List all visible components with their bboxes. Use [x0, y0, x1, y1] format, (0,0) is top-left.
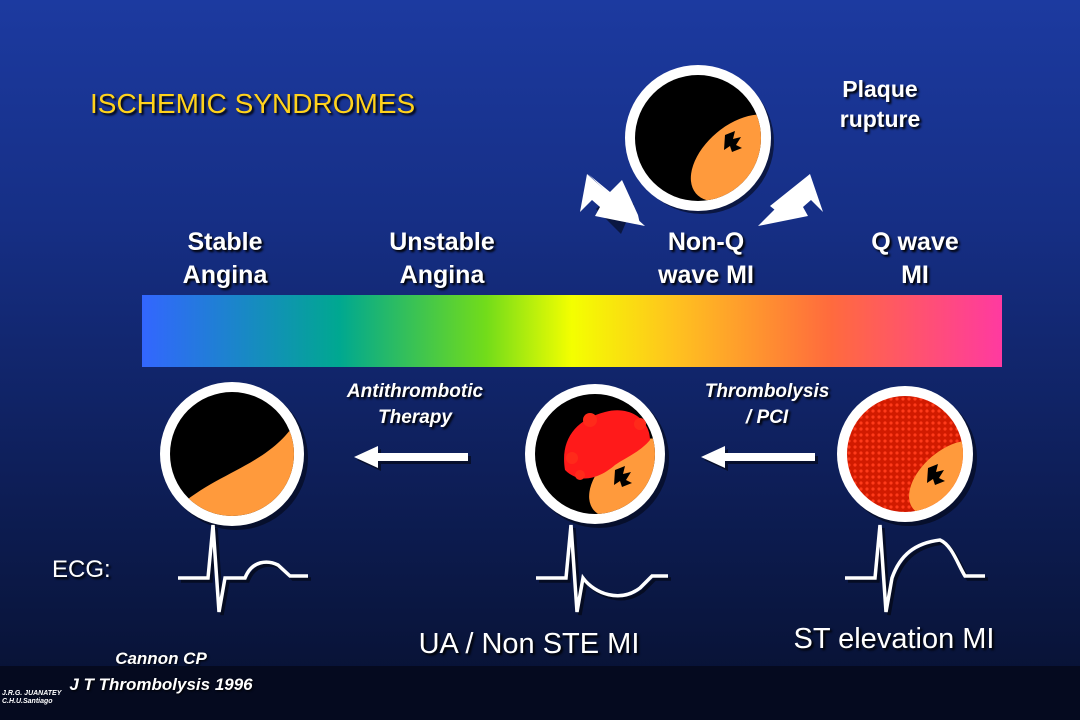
- st-elevation-ecg-trace: [845, 524, 985, 613]
- left-arrow-icon: [354, 446, 471, 471]
- q-wave-mi-label: Q wave MI: [871, 228, 959, 289]
- slide-title: ISCHEMIC SYNDROMES: [90, 88, 416, 119]
- stable-angina-label: Stable Angina: [182, 228, 268, 289]
- non-q-wave-mi-label: Non-Q wave MI: [658, 228, 754, 289]
- severity-spectrum-bar: [142, 295, 1002, 367]
- st-elevation-mi-caption: ST elevation MI: [793, 623, 995, 655]
- nste-ecg-trace: [536, 524, 668, 613]
- unstable-angina-label: Unstable Angina: [389, 228, 495, 289]
- author-credit: J.R.G. JUANATEY C.H.U.Santiago: [2, 690, 62, 705]
- ecg-label: ECG:: [52, 556, 111, 583]
- stable-ecg-trace: [178, 524, 308, 613]
- citation: Cannon CP J T Thrombolysis 1996: [69, 649, 253, 694]
- plaque-rupture-label: Plaque rupture: [839, 76, 921, 132]
- ecg-traces: [178, 524, 985, 613]
- down-left-arrow-icon: [580, 174, 645, 234]
- down-right-arrow-icon: [758, 174, 823, 226]
- ua-nste-mi-caption: UA / Non STE MI: [418, 628, 640, 660]
- left-arrow-icon: [701, 446, 818, 471]
- thrombus-vessel-icon: [525, 384, 669, 528]
- occluded-vessel-icon: [837, 386, 977, 526]
- antithrombotic-therapy-label: Antithrombotic Therapy: [346, 381, 484, 428]
- footer-band: [0, 666, 1080, 720]
- ruptured-plaque-vessel-icon: [625, 65, 774, 214]
- stable-plaque-vessel-icon: [160, 382, 308, 530]
- thrombolysis-pci-label: Thrombolysis / PCI: [704, 381, 830, 428]
